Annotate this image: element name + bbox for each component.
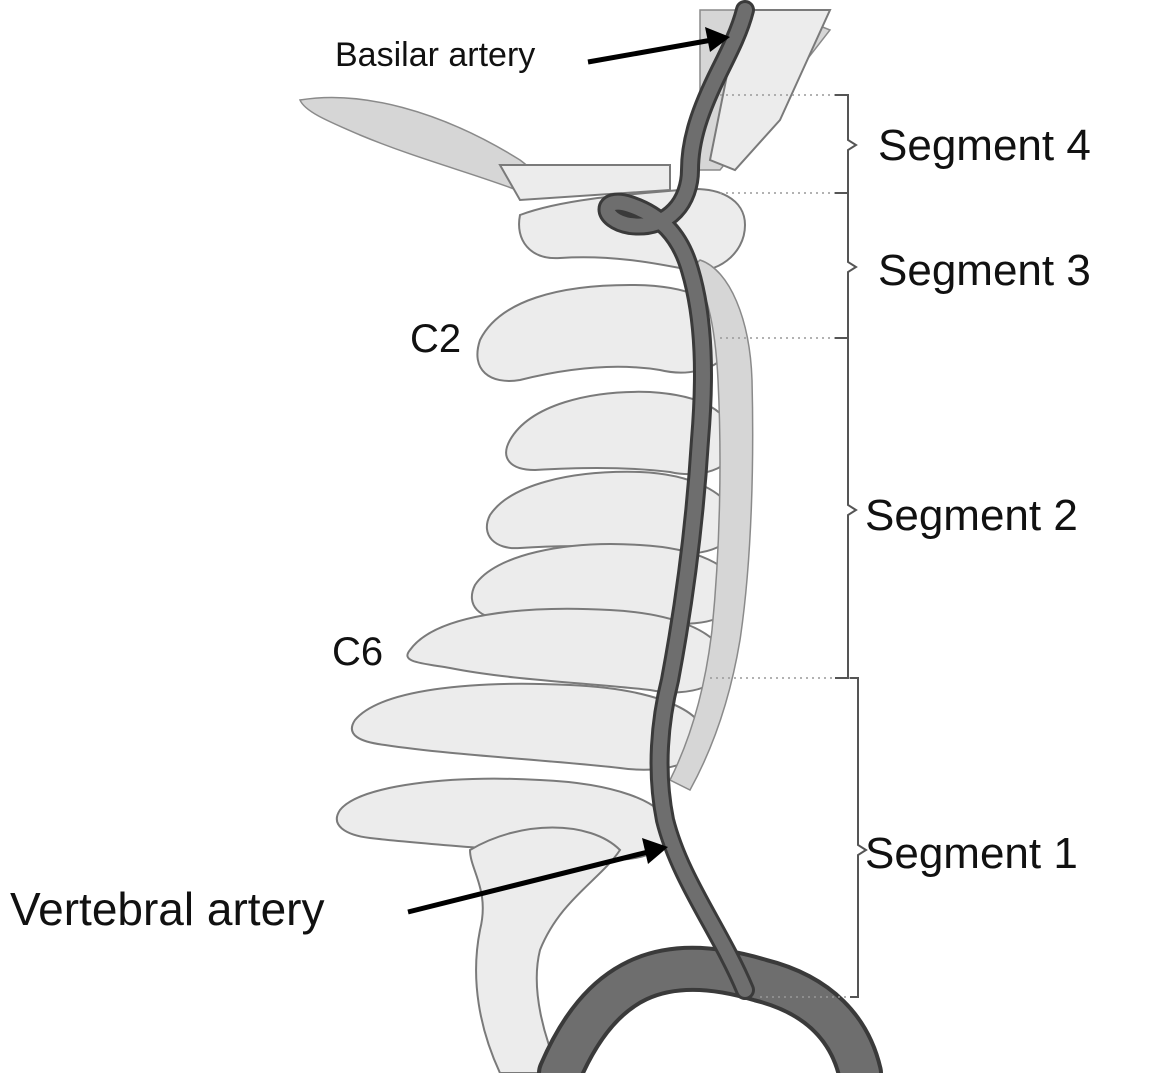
basilar-artery-label: Basilar artery (335, 36, 535, 74)
segment-brackets (835, 95, 866, 997)
segment-2-label: Segment 2 (865, 491, 1078, 540)
bracket-segment-1 (850, 678, 866, 997)
c6-label: C6 (332, 630, 383, 674)
c2-label: C2 (410, 317, 461, 361)
bracket-segment-4 (835, 95, 856, 193)
bracket-segment-3 (835, 193, 856, 338)
segment-1-label: Segment 1 (865, 829, 1078, 878)
segment-4-label: Segment 4 (878, 121, 1091, 170)
bracket-segment-2 (835, 338, 856, 678)
subclavian-artery (560, 969, 860, 1073)
segment-3-label: Segment 3 (878, 246, 1091, 295)
vertebral-artery-label: Vertebral artery (10, 883, 324, 935)
skull-base (300, 98, 670, 201)
